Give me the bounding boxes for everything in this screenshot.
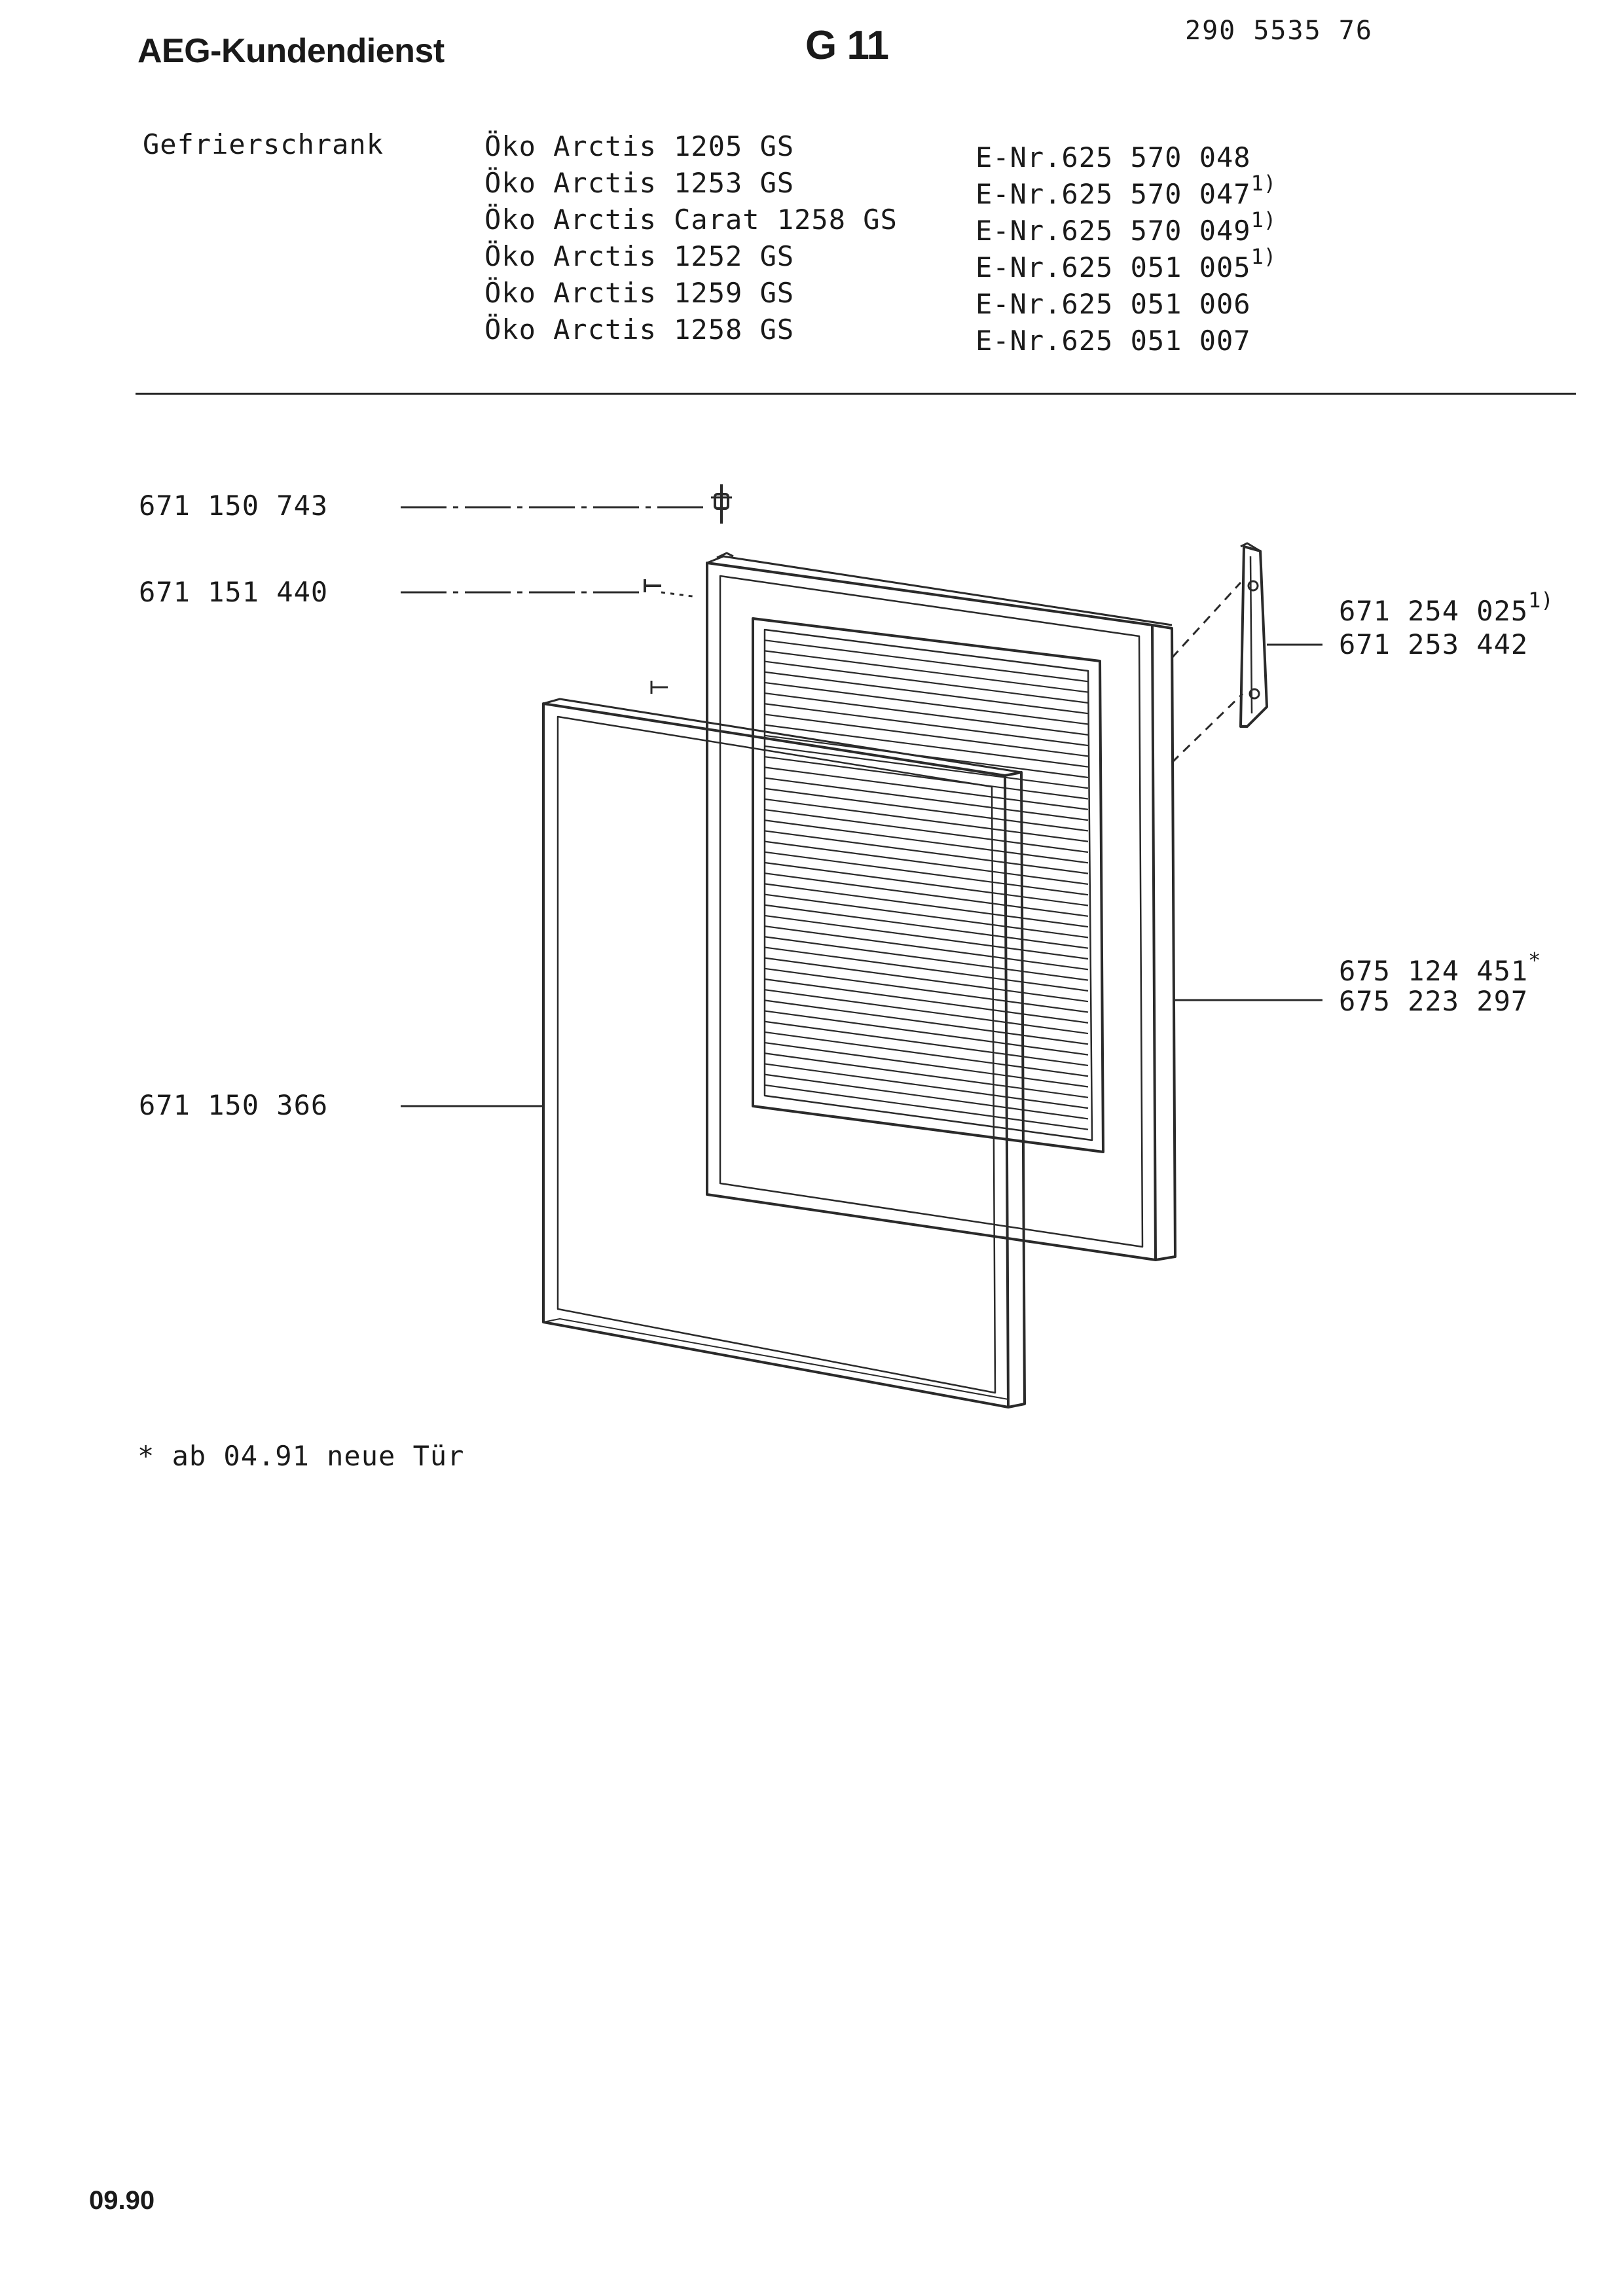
liner-rib (764, 809, 1089, 853)
part-number: 671 151 440 (139, 576, 329, 608)
liner-rib (764, 936, 1089, 981)
liner-rib (764, 946, 1089, 992)
liner-rib (764, 914, 1089, 960)
liner-rib (764, 650, 1089, 693)
liner-rib (764, 1084, 1089, 1130)
liner-rib (764, 798, 1089, 842)
liner-rib (764, 925, 1089, 971)
liner-rib (764, 893, 1089, 939)
liner-rib (764, 978, 1089, 1024)
enr-number: E-Nr.625 570 047 (976, 178, 1251, 210)
liner-rib (764, 883, 1089, 928)
leader-line (1171, 692, 1244, 764)
part-label: 671 254 0251) (1339, 588, 1554, 627)
enr-row: E-Nr.625 570 048 (976, 128, 1276, 173)
part-number: 675 223 297 (1339, 985, 1529, 1017)
part-label: 675 124 451* (1339, 948, 1541, 987)
brand-title: AEG-Kundendienst (137, 32, 445, 70)
liner-rib (764, 957, 1089, 1003)
liner-rib (764, 777, 1089, 821)
liner-rib (764, 713, 1089, 757)
part-number: 675 124 451 (1339, 955, 1529, 987)
part-number: 671 254 025 (1339, 595, 1529, 627)
model-name: Öko Arctis Carat 1258 GS (484, 204, 898, 236)
liner-rib (764, 1020, 1089, 1067)
screw-top (711, 484, 732, 524)
liner-rib (764, 861, 1089, 906)
enr-number: E-Nr.625 051 007 (976, 325, 1251, 357)
enr-number: E-Nr.625 570 049 (976, 215, 1251, 247)
appliance-category: Gefrierschrank (143, 128, 384, 160)
group-code: G 11 (805, 23, 889, 68)
liner-rib (764, 904, 1089, 949)
enr-note: 1) (1250, 244, 1277, 269)
enr-number: E-Nr.625 570 048 (976, 141, 1251, 173)
liner-rib (764, 681, 1089, 725)
document-number: 290 5535 76 (1185, 16, 1373, 46)
footnote: * ab 04.91 neue Tür (137, 1440, 465, 1472)
part-number: 671 150 743 (139, 490, 329, 522)
liner-rib (764, 872, 1089, 917)
enr-row: E-Nr.625 570 0491) (976, 202, 1277, 247)
leader-line (1171, 581, 1242, 659)
liner-rib (764, 989, 1089, 1035)
model-list: Öko Arctis 1205 GS Öko Arctis 1253 GS Ök… (484, 128, 898, 348)
enr-row: E-Nr.625 051 006 (976, 275, 1276, 320)
liner-rib (764, 1031, 1089, 1077)
leader-line (661, 591, 698, 598)
enr-note: 1) (1250, 171, 1277, 196)
liner-rib (764, 999, 1089, 1045)
model-name: Öko Arctis 1259 GS (484, 277, 795, 309)
hinge-bracket (1239, 542, 1268, 728)
liner-rib (764, 1052, 1089, 1098)
liner-rib (764, 724, 1089, 768)
model-name: Öko Arctis 1252 GS (484, 240, 795, 272)
liner-rib (764, 967, 1089, 1013)
enr-row: E-Nr.625 051 0051) (976, 238, 1277, 283)
liner-rib (764, 660, 1089, 704)
header-divider (136, 393, 1576, 395)
liner-rib (764, 766, 1089, 810)
liner-rib (764, 692, 1089, 736)
door-panel (706, 552, 1176, 1261)
enr-row: E-Nr.625 570 0471) (976, 165, 1277, 210)
enr-note: 1) (1250, 207, 1277, 232)
part-note: 1) (1528, 588, 1554, 613)
liner-rib (764, 1073, 1089, 1120)
enr-row: E-Nr.625 051 007 (976, 312, 1276, 357)
liner-rib (764, 703, 1089, 747)
liner-rib (764, 1010, 1089, 1056)
liner-rib (764, 830, 1089, 874)
part-number: 671 253 442 (1339, 628, 1529, 660)
inner-liner (752, 617, 1104, 1153)
model-name: Öko Arctis 1258 GS (484, 314, 795, 346)
liner-rib (764, 840, 1089, 885)
liner-rib (764, 756, 1089, 800)
liner-rib (764, 1063, 1089, 1109)
part-note: * (1528, 948, 1541, 973)
screw-side (644, 579, 668, 694)
enr-list: E-Nr.625 570 048 E-Nr.625 570 0471) E-Nr… (976, 128, 1277, 357)
model-name: Öko Arctis 1253 GS (484, 167, 795, 199)
liner-rib (764, 1042, 1089, 1088)
liner-rib (764, 851, 1089, 896)
liner-rib (764, 787, 1089, 832)
liner-rib (764, 671, 1089, 715)
enr-number: E-Nr.625 051 006 (976, 288, 1251, 320)
part-number: 671 150 366 (139, 1089, 329, 1121)
enr-number: E-Nr.625 051 005 (976, 251, 1251, 283)
model-name: Öko Arctis 1205 GS (484, 130, 795, 162)
issue-date: 09.90 (89, 2186, 155, 2215)
door-seal-frame (542, 698, 1026, 1408)
liner-rib (764, 639, 1089, 683)
liner-rib (764, 745, 1089, 789)
liner-rib (764, 819, 1089, 864)
